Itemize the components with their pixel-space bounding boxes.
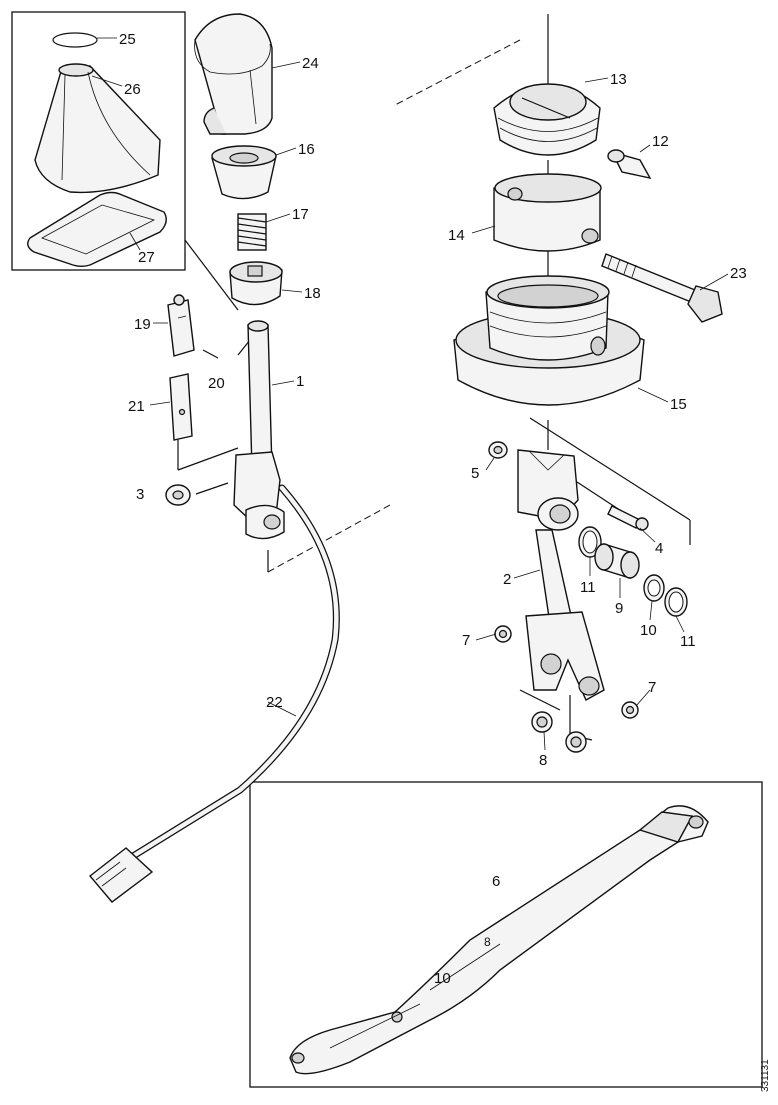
callout-leaders [91,37,729,751]
part-9-bushing [594,543,640,579]
part-1-gear-lever [233,320,285,540]
part-24-gear-knob [194,13,273,135]
callout-12: 12 [652,133,669,150]
part-12-sleeve [607,149,652,180]
part-23-bolt [601,253,723,323]
callout-18: 18 [304,285,321,302]
part-7-nut-left [494,625,512,643]
callout-8: 8 [539,752,547,769]
part-13-housing-cap [493,83,601,156]
callout-2: 2 [503,571,511,588]
callout-6: 6 [492,873,500,890]
callout-10-upper: 10 [640,622,657,639]
part-27-boot-frame [27,191,167,267]
callout-25: 25 [119,31,136,48]
part-20-pin [202,349,219,359]
part-2-pivot-arm [517,449,605,701]
part-11-ring-upper [578,526,602,558]
part-15-base-flange [453,275,645,406]
callout-26: 26 [124,81,141,98]
document-number: 331131 [760,1059,771,1092]
callout-27: 27 [138,249,155,266]
part-6-linkage-rod [289,805,709,1075]
part-19-bracket [167,294,195,357]
part-8-bushing-right [565,731,587,753]
callout-1: 1 [296,373,304,390]
callout-24: 24 [302,55,319,72]
part-5-nut [488,441,508,459]
callout-7-left: 7 [462,632,470,649]
part-16-knob-insert [211,145,277,200]
callout-5: 5 [471,465,479,482]
part-22-cable-harness [88,484,340,903]
part-8-bushing-left [531,711,553,733]
part-3-nut [165,484,191,506]
callout-10-inset: 10 [434,970,451,987]
callout-7-right: 7 [648,679,656,696]
inset-box-boot-assembly [11,11,186,271]
part-21-guide-block [169,373,193,441]
part-11-ring-lower [664,587,688,617]
part-10-washer [643,574,665,602]
callout-22: 22 [266,694,283,711]
callout-labels: 25 26 27 24 16 17 18 1 19 20 21 3 22 13 … [119,31,747,987]
part-14-clamp-ring [493,173,602,252]
part-7-nut-right [621,701,639,719]
part-4-screw [607,505,649,531]
callout-21: 21 [128,398,145,415]
callout-9: 9 [615,600,623,617]
callout-11-lower: 11 [680,633,696,650]
callout-13: 13 [610,71,627,88]
callout-16: 16 [298,141,315,158]
inset-box-linkage-rod [249,781,763,1088]
callout-3: 3 [136,486,144,503]
callout-19: 19 [134,316,151,333]
callout-23: 23 [730,265,747,282]
callout-4: 4 [655,540,663,557]
callout-20: 20 [208,375,225,392]
part-18-washer [229,261,283,306]
part-25-retaining-clip [52,32,98,48]
part-17-spring [237,213,267,251]
callout-14: 14 [448,227,465,244]
part-26-rubber-boot [34,63,161,194]
callout-15: 15 [670,396,687,413]
callout-17: 17 [292,206,309,223]
callout-8-inset: 8 [484,935,491,949]
callout-11-upper: 11 [580,579,596,596]
